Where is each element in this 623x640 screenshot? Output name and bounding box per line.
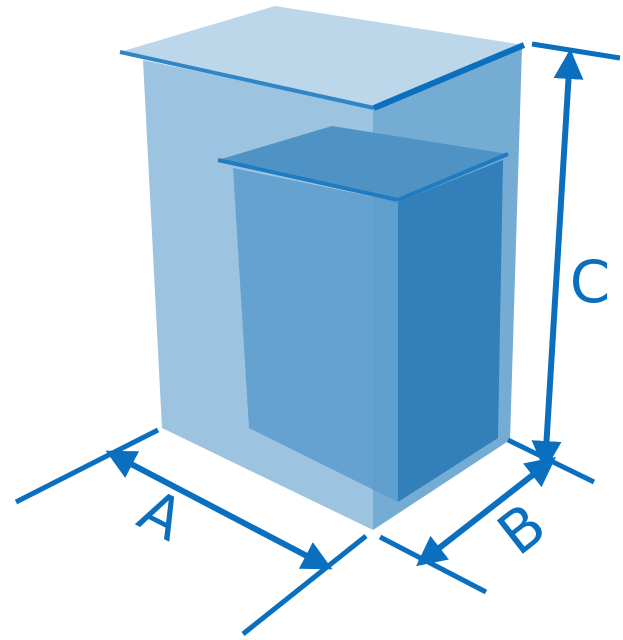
inner-box-top-front-edge xyxy=(217,158,399,202)
inner-box-top-face xyxy=(218,126,508,200)
dimension-a-extension-right xyxy=(241,534,368,636)
dimension-c: C xyxy=(531,41,621,471)
dimension-a-arrow xyxy=(105,450,333,570)
outer-box-top-face xyxy=(120,6,524,108)
outer-box-top-side-edge xyxy=(372,42,526,111)
inner-box xyxy=(217,126,509,502)
dimension-b-extension-left xyxy=(378,534,488,595)
dimension-a-label: A xyxy=(128,476,195,555)
dimension-a-extension-left xyxy=(14,427,160,505)
dimension-c-extension-top xyxy=(531,41,621,61)
dimension-c-arrow xyxy=(531,49,584,471)
outer-box-top-front-edge xyxy=(119,50,375,110)
inner-box-side-face xyxy=(398,160,503,502)
inner-box-front-face xyxy=(233,168,398,502)
dimension-c-label: C xyxy=(570,248,611,316)
inner-box-top-side-edge xyxy=(397,152,509,202)
dimension-b-arrow xyxy=(416,456,556,567)
